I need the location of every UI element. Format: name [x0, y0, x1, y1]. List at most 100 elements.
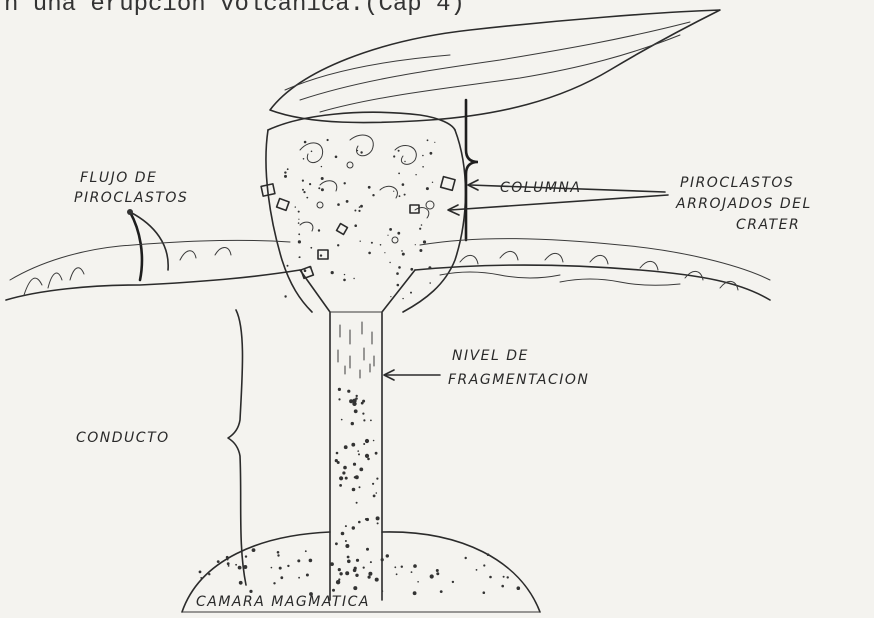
vesicle-dot — [351, 443, 355, 447]
vesicle-dot — [387, 235, 388, 236]
vesicle-dot — [399, 195, 401, 197]
vesicle-dot — [465, 557, 467, 559]
vesicle-dot — [368, 576, 371, 579]
vesicle-dot — [426, 187, 429, 190]
vesicle-dot — [419, 249, 422, 252]
vesicle-dot — [376, 492, 378, 494]
vesicle-dot — [249, 590, 252, 593]
vesicle-dot — [422, 166, 424, 168]
vesicle-dot — [397, 232, 400, 235]
vesicle-dot — [304, 269, 307, 272]
vesicle-dot — [303, 191, 305, 193]
vesicle-dot — [398, 266, 401, 269]
vesicle-dot — [343, 466, 347, 470]
vesicle-dot — [339, 572, 342, 575]
vesicle-dot — [352, 399, 356, 403]
vesicle-dot — [436, 572, 439, 575]
vesicle-dot — [368, 572, 372, 576]
vesicle-dot — [321, 188, 324, 191]
volcano-flanks — [6, 239, 770, 300]
vesicle-dot — [345, 571, 349, 575]
vesicle-dot — [347, 390, 350, 393]
vesicle-dot — [360, 241, 361, 242]
vesicle-dot — [338, 398, 340, 400]
vesicle-dot — [436, 569, 439, 572]
vesicle-dot — [280, 576, 283, 579]
vesicle-dot — [321, 177, 324, 180]
vesicle-dot — [303, 158, 305, 160]
vesicle-dot — [432, 182, 433, 183]
vesicle-dot — [298, 233, 300, 235]
vesicle-dot — [339, 476, 343, 480]
vesicle-dot — [373, 440, 375, 442]
vesicle-dot — [402, 183, 405, 186]
vesicle-dot — [331, 271, 334, 274]
vesicle-dot — [366, 548, 369, 551]
vesicle-dot — [335, 156, 338, 159]
vesicle-dot — [277, 554, 279, 556]
vesicle-dot — [354, 210, 356, 212]
vesicle-dot — [389, 228, 392, 231]
vesicle-dot — [507, 576, 509, 578]
vesicle-dot — [360, 151, 362, 153]
vesicle-dot — [413, 591, 417, 595]
vesicle-dot — [422, 155, 424, 157]
vesicle-dot — [358, 521, 361, 524]
vesicle-dot — [199, 571, 202, 574]
volcanic-conduit — [300, 270, 415, 600]
vesicle-dot — [200, 577, 202, 579]
vesicle-dot — [353, 278, 354, 279]
vesicle-dot — [345, 525, 347, 527]
vesicle-dot — [336, 580, 340, 584]
vesicle-dot — [298, 219, 299, 220]
vesicle-dot — [380, 244, 382, 246]
label-piroclastos: PIROCLASTOS — [74, 190, 188, 206]
vesicle-dot — [341, 532, 345, 536]
vesicle-dot — [342, 471, 345, 474]
vesicle-dot — [411, 571, 413, 573]
vesicle-dot — [365, 439, 369, 443]
vesicle-dot — [404, 194, 406, 196]
vesicle-dot — [376, 516, 380, 520]
vesicle-dot — [370, 420, 372, 422]
label-pyroclasts-ejected-3: CRATER — [736, 217, 800, 233]
vesicle-dot — [318, 187, 320, 189]
vesicle-dot — [302, 189, 304, 191]
vesicle-dot — [398, 173, 400, 175]
vesicle-dot — [310, 247, 312, 249]
vesicle-dot — [358, 210, 360, 212]
vesicle-dot — [393, 191, 394, 192]
vesicle-dot — [284, 175, 287, 178]
vesicle-dot — [483, 564, 485, 566]
vesicle-dot — [277, 551, 280, 554]
vesicle-dot — [415, 174, 416, 175]
vesicle-dot — [287, 565, 289, 567]
vesicle-dot — [501, 585, 504, 588]
vesicle-dot — [337, 244, 339, 246]
vesicle-dot — [344, 182, 346, 184]
vesicle-dot — [227, 562, 230, 565]
vesicle-dot — [452, 581, 454, 583]
vesicle-dot — [410, 292, 412, 294]
vesicle-dot — [404, 161, 405, 162]
vesicle-dot — [309, 266, 311, 268]
vesicle-dot — [208, 573, 210, 575]
vesicle-dot — [357, 450, 359, 452]
vesicle-dot — [419, 228, 421, 230]
vesicle-dot — [355, 574, 358, 577]
vesicle-dot — [347, 556, 350, 559]
vesicle-dot — [351, 422, 354, 425]
vesicle-dot — [427, 139, 429, 141]
vesicle-dot — [309, 559, 313, 563]
vesicle-dot — [377, 522, 379, 524]
vesicle-dot — [389, 262, 390, 263]
vesicle-dot — [332, 589, 335, 592]
vesicle-dot — [370, 561, 372, 563]
vesicle-dot — [295, 206, 296, 207]
vesicle-dot — [503, 576, 505, 578]
vesicle-dot — [306, 197, 308, 199]
vesicle-dot — [476, 569, 478, 571]
vesicle-dot — [417, 581, 419, 583]
vesicle-dot — [382, 590, 384, 592]
